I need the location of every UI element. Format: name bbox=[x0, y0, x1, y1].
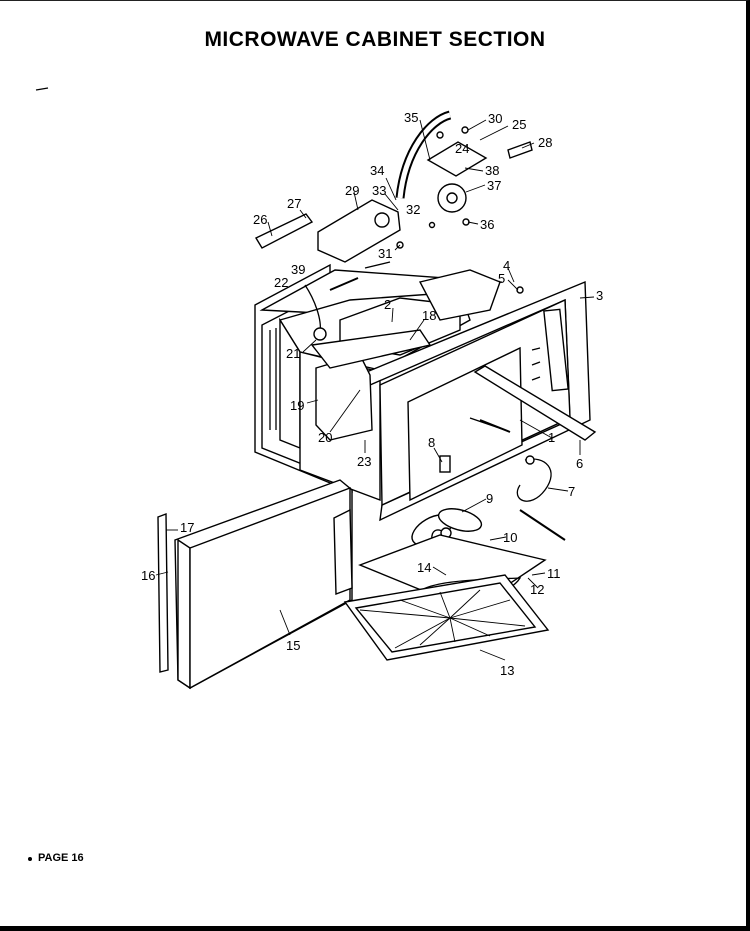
page-number-label: PAGE 16 bbox=[38, 852, 84, 864]
scan-mark bbox=[35, 87, 49, 91]
cover-grille-lines bbox=[359, 589, 526, 649]
callout-35: 35 bbox=[404, 110, 418, 125]
callout-33: 33 bbox=[372, 183, 386, 198]
callout-4: 4 bbox=[503, 258, 510, 273]
callout-7: 7 bbox=[568, 484, 575, 499]
callout-14: 14 bbox=[417, 560, 431, 575]
callout-29: 29 bbox=[345, 183, 359, 198]
callout-16: 16 bbox=[141, 568, 155, 583]
callout-leaders bbox=[155, 119, 595, 661]
callout-18: 18 bbox=[422, 308, 436, 323]
callout-36: 36 bbox=[480, 217, 494, 232]
page-title: MICROWAVE CABINET SECTION bbox=[204, 28, 546, 51]
callout-28: 28 bbox=[538, 135, 552, 150]
callout-21: 21 bbox=[286, 346, 300, 361]
top-components bbox=[255, 110, 533, 341]
callout-30: 30 bbox=[488, 111, 502, 126]
callout-13: 13 bbox=[500, 663, 514, 678]
callout-37: 37 bbox=[487, 178, 501, 193]
callout-12: 12 bbox=[530, 582, 544, 597]
callout-19: 19 bbox=[290, 398, 304, 413]
callout-24: 24 bbox=[455, 141, 469, 156]
callout-3: 3 bbox=[596, 288, 603, 303]
callout-34: 34 bbox=[370, 163, 384, 178]
callout-20: 20 bbox=[318, 430, 332, 445]
callout-22: 22 bbox=[274, 275, 288, 290]
callout-23: 23 bbox=[357, 454, 371, 469]
callout-11: 11 bbox=[547, 566, 561, 581]
callout-9: 9 bbox=[486, 491, 493, 506]
callout-8: 8 bbox=[428, 435, 435, 450]
callout-10: 10 bbox=[503, 530, 517, 545]
cabinet-body bbox=[254, 263, 597, 522]
callout-32: 32 bbox=[406, 202, 420, 217]
callout-25: 25 bbox=[512, 117, 526, 132]
callout-39: 39 bbox=[291, 262, 305, 277]
callout-5: 5 bbox=[498, 271, 505, 286]
callout-1: 1 bbox=[548, 430, 555, 445]
callout-6: 6 bbox=[576, 456, 583, 471]
callout-31: 31 bbox=[378, 246, 392, 261]
callout-15: 15 bbox=[286, 638, 300, 653]
callout-2: 2 bbox=[384, 297, 391, 312]
fan-and-cover bbox=[343, 455, 566, 661]
callout-17: 17 bbox=[180, 520, 194, 535]
callout-labels: 35 30 25 28 24 38 37 36 34 33 32 31 29 2… bbox=[141, 110, 603, 678]
callout-26: 26 bbox=[253, 212, 267, 227]
door-assembly bbox=[157, 479, 353, 690]
callout-38: 38 bbox=[485, 163, 499, 178]
callout-27: 27 bbox=[287, 196, 301, 211]
page-bullet bbox=[28, 857, 32, 861]
